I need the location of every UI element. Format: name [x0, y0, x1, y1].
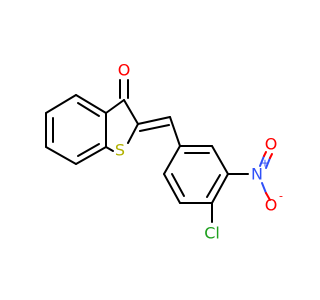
bond-exocyclic [137, 116, 171, 125]
charge-minus: - [279, 190, 283, 203]
atom-labels: O S N + O O - Cl [115, 61, 283, 243]
bond [45, 146, 77, 165]
bond [75, 94, 107, 114]
bond-n-o-double [263, 151, 267, 157]
bond [123, 99, 139, 125]
bond-n-o-double [259, 155, 265, 167]
bond-n-o-single [265, 192, 271, 201]
thiophenone-ring [105, 79, 171, 152]
chloronitrophenyl-ring [163, 116, 249, 223]
atom-o-carbonyl: O [118, 61, 131, 80]
bond-double-inner [171, 173, 185, 197]
bond [75, 146, 107, 165]
bond [163, 173, 181, 204]
bond-double-inner [77, 143, 100, 157]
bond-n-o-single [261, 182, 267, 194]
bond [127, 123, 139, 144]
bond [211, 145, 229, 175]
bond [105, 146, 114, 152]
atom-o-nitro-top: O [265, 135, 278, 154]
molecule-structure-diagram: O S N + O O - Cl [45, 61, 283, 243]
benzo-ring [45, 94, 107, 165]
bond [45, 94, 77, 114]
atom-cl: Cl [204, 224, 220, 243]
bond [163, 145, 181, 175]
atom-o-nitro-right: O [265, 196, 278, 215]
bond-double-inner [77, 102, 100, 117]
bond-double-inner [206, 174, 221, 198]
nitro-group [259, 151, 273, 201]
bond [211, 173, 229, 204]
charge-plus: + [260, 157, 269, 170]
bond [105, 99, 125, 114]
bond [169, 116, 181, 147]
bond-n-o-double [265, 157, 271, 169]
bond-n-o-double [269, 153, 273, 159]
atom-s: S [115, 141, 125, 160]
bond-exocyclic [139, 124, 170, 132]
atom-n-nitro: N [251, 165, 263, 184]
